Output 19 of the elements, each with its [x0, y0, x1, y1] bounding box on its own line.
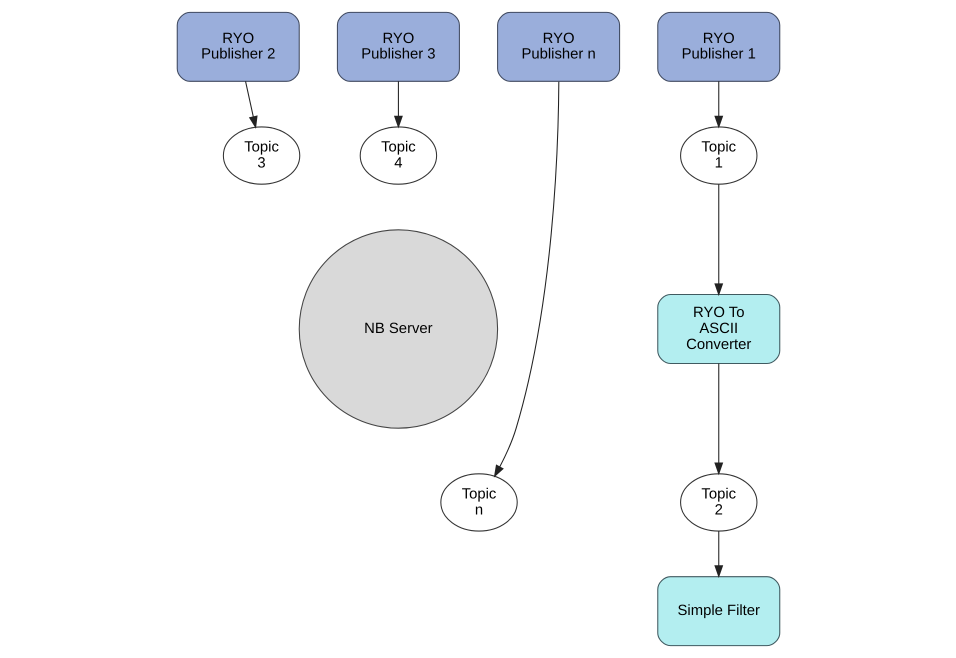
arrow: [393, 81, 402, 128]
node-box: RYO Publisher 1: [656, 12, 780, 82]
arrow: [493, 82, 559, 478]
arrow: [714, 531, 723, 578]
node-ellipse: Topic 2: [680, 473, 757, 532]
node-box: RYO Publisher 3: [336, 12, 460, 82]
node-ellipse: Topic 1: [680, 126, 757, 185]
node-box: Simple Filter: [656, 576, 780, 646]
node-ellipse: Topic n: [440, 473, 518, 532]
node-ellipse: Topic 3: [222, 126, 300, 185]
arrow: [714, 364, 723, 476]
node-circle: NB Server: [298, 229, 498, 429]
arrow: [244, 81, 258, 129]
node-box: RYO To ASCII Converter: [656, 294, 780, 364]
node-ellipse: Topic 4: [359, 126, 437, 185]
arrow: [714, 81, 723, 128]
node-box: RYO Publisher n: [496, 12, 620, 82]
arrow: [714, 184, 723, 296]
node-box: RYO Publisher 2: [176, 12, 300, 82]
